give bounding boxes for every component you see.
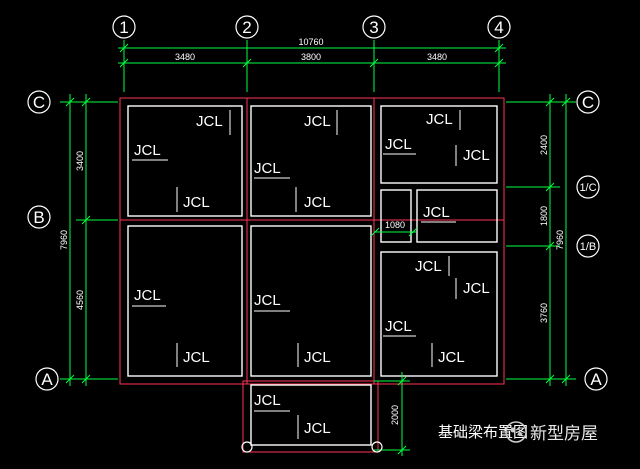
row-axis-b-left: B xyxy=(27,205,51,229)
column-axis-1-label: 1 xyxy=(119,18,128,37)
row-axis-a-right-label: A xyxy=(590,370,602,389)
beam-label: JCL xyxy=(304,194,331,211)
small-room-dimension-lines xyxy=(370,227,418,237)
watermark-icon xyxy=(505,421,527,443)
beam-label: JCL xyxy=(304,420,331,437)
watermark-badge: 新型房屋 xyxy=(505,421,598,444)
row-axis-1c-right: 1/C xyxy=(576,175,600,199)
left-lower-dimension: 4560 xyxy=(75,290,85,310)
beam-label: JCL xyxy=(385,136,412,153)
row-axis-a-right: A xyxy=(584,367,608,391)
bottom-extension-dimension: 2000 xyxy=(390,405,400,425)
row-axis-c-right: C xyxy=(576,90,600,114)
beam-label: JCL xyxy=(423,204,450,221)
right-total-dimension: 7960 xyxy=(555,230,565,250)
beam-label: JCL xyxy=(254,292,281,309)
column-axis-1: 1 xyxy=(112,15,136,39)
beam-label: JCL xyxy=(254,160,281,177)
span-3-4-dimension: 3480 xyxy=(427,52,447,62)
row-axis-c-left: C xyxy=(27,90,51,114)
row-axis-1c-right-label: 1/C xyxy=(579,182,596,194)
row-axis-a-left-label: A xyxy=(41,370,53,389)
beam-label: JCL xyxy=(438,349,465,366)
left-total-dimension: 7960 xyxy=(59,230,69,250)
room-south-extension xyxy=(250,384,372,446)
row-axis-a-left: A xyxy=(35,367,59,391)
row-axis-b-left-label: B xyxy=(33,208,44,227)
beam-label: JCL xyxy=(196,113,223,130)
column-axis-2: 2 xyxy=(235,15,259,39)
beam-label: JCL xyxy=(463,280,490,297)
room-b2-a3 xyxy=(250,225,372,377)
span-1-2-dimension: 3480 xyxy=(175,52,195,62)
right-dimension-lines xyxy=(506,94,576,386)
beam-label: JCL xyxy=(254,392,281,409)
room-small-1080 xyxy=(380,189,412,243)
right-lower-dimension: 3760 xyxy=(539,303,549,323)
row-axis-1b-right-label: 1/B xyxy=(580,241,597,253)
beam-label: JCL xyxy=(463,147,490,164)
beam-label: JCL xyxy=(183,349,210,366)
beam-label: JCL xyxy=(304,113,331,130)
column-axis-4: 4 xyxy=(487,15,511,39)
room-b1-a2 xyxy=(127,225,243,377)
beam-label: JCL xyxy=(134,142,161,159)
room-c3-1c4 xyxy=(380,105,498,184)
drawing-title: 基础梁布置图 xyxy=(438,423,528,441)
right-middle-dimension: 1800 xyxy=(539,206,549,226)
room-walls xyxy=(127,105,498,446)
beam-label: JCL xyxy=(183,194,210,211)
column-axis-2-label: 2 xyxy=(242,18,251,37)
column-axis-3-label: 3 xyxy=(369,18,378,37)
room-1b3-a4 xyxy=(380,251,498,377)
building-outline xyxy=(119,97,505,453)
room-c2-b3 xyxy=(250,105,372,217)
column-axis-3: 3 xyxy=(362,15,386,39)
beam-label: JCL xyxy=(415,258,442,275)
row-axis-c-left-label: C xyxy=(33,93,45,112)
beam-label: JCL xyxy=(134,287,161,304)
column-axis-4-label: 4 xyxy=(494,18,503,37)
beam-labels: JCL JCL JCL JCL JCL JCL JCL JCL JCL JCL … xyxy=(132,110,490,439)
left-dimension-lines xyxy=(60,94,118,386)
right-upper-dimension: 2400 xyxy=(539,135,549,155)
room-1c-1b-east xyxy=(416,189,498,243)
beam-label: JCL xyxy=(304,349,331,366)
row-axis-c-right-label: C xyxy=(582,93,594,112)
room-c1-b2 xyxy=(127,105,243,217)
bottom-extension-dimension-lines xyxy=(241,372,410,456)
top-dimension-lines xyxy=(118,40,506,92)
beam-label: JCL xyxy=(385,318,412,335)
left-upper-dimension: 3400 xyxy=(75,151,85,171)
total-width-dimension: 10760 xyxy=(298,37,323,47)
beam-label: JCL xyxy=(426,111,453,128)
small-room-dimension: 1080 xyxy=(385,220,405,230)
row-axis-1b-right: 1/B xyxy=(576,234,600,258)
span-2-3-dimension: 3800 xyxy=(301,52,321,62)
watermark-text: 新型房屋 xyxy=(530,424,598,444)
